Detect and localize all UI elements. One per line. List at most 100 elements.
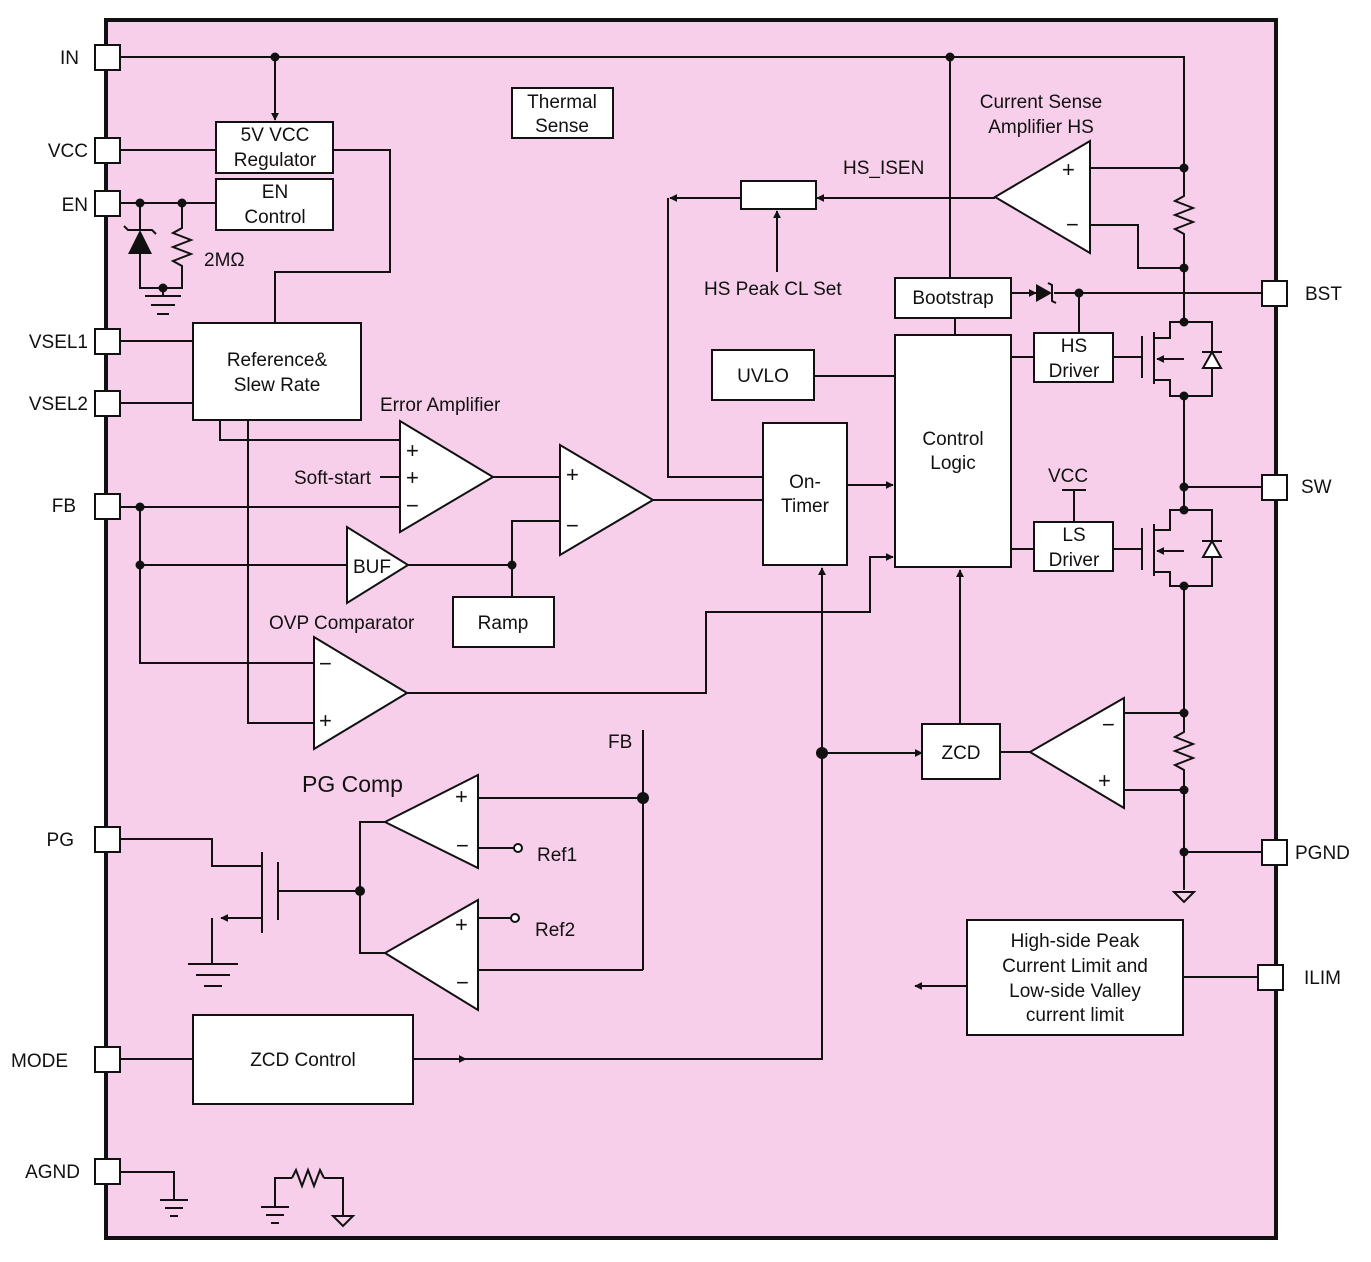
pin-label-vsel2: VSEL2 — [29, 394, 88, 415]
pin-agnd — [94, 1158, 121, 1185]
diagram-text: Slew Rate — [234, 375, 321, 396]
zener-diode — [123, 225, 157, 254]
error-amplifier-label: Error Amplifier — [380, 395, 501, 416]
on-timer-block: On- Timer — [762, 422, 848, 566]
pg-comparator-1: + − — [382, 773, 479, 870]
pin-mode — [94, 1046, 121, 1073]
current-limit-block: High-side Peak Current Limit and Low-sid… — [966, 919, 1184, 1036]
bootstrap-diode — [1036, 282, 1057, 304]
diagram-text: 5V VCC — [241, 125, 310, 146]
pin-sw — [1261, 474, 1288, 501]
diagram-text: Bootstrap — [912, 288, 993, 309]
diagram-text: + — [406, 438, 419, 463]
pg-comparator-2: + − — [383, 898, 479, 1012]
pin-label-fb: FB — [52, 496, 76, 517]
diagram-text: ZCD Control — [250, 1050, 356, 1071]
diagram-text: High-side Peak — [1011, 931, 1140, 952]
ref1-label: Ref1 — [537, 845, 577, 866]
buffer: BUF — [346, 525, 410, 605]
reference-slew-rate-block: Reference& Slew Rate — [192, 322, 362, 421]
diagram-text: − — [566, 513, 579, 538]
pin-label-vcc: VCC — [48, 141, 88, 162]
pin-label-bst: BST — [1305, 284, 1342, 305]
diagram-text: EN — [262, 182, 288, 203]
diagram-text: Low-side Valley — [1009, 981, 1141, 1002]
amp-plus: + — [1062, 157, 1075, 182]
diagram-text: On- — [789, 472, 821, 493]
fb-net-label: FB — [608, 732, 632, 753]
diagram-text: − — [1102, 712, 1115, 737]
pin-vsel1 — [94, 328, 121, 355]
pin-label-mode: MODE — [11, 1051, 68, 1072]
vcc-regulator-block: 5V VCC Regulator — [215, 121, 334, 174]
diagram-text: Regulator — [234, 150, 317, 171]
error-amplifier: + + − — [399, 419, 495, 534]
pin-en — [94, 190, 121, 217]
pin-pgnd — [1261, 839, 1288, 866]
diagram-text: + — [455, 912, 468, 937]
diagram-text: + — [319, 708, 332, 733]
ref2-label: Ref2 — [535, 920, 575, 941]
current-sense-label-2: Amplifier HS — [988, 117, 1094, 138]
ovp-comparator-label: OVP Comparator — [269, 613, 415, 634]
thermal-sense-block: Thermal Sense — [511, 87, 614, 139]
soft-start-label: Soft-start — [294, 468, 372, 489]
pin-label-agnd: AGND — [25, 1162, 80, 1183]
hs-isen-label: HS_ISEN — [843, 158, 924, 179]
zcd-block: ZCD — [921, 723, 1001, 780]
diagram-text: Thermal — [527, 92, 597, 113]
resistor-2m-label: 2MΩ — [204, 250, 245, 271]
diagram-text: Control — [922, 429, 983, 450]
diagram-text: Current Limit and — [1002, 956, 1148, 977]
diagram-text: ZCD — [941, 743, 980, 764]
diagram-text: LS — [1062, 525, 1085, 546]
diagram-text: + — [566, 462, 579, 487]
hs-peak-cl-set-block — [740, 180, 817, 210]
pin-fb — [94, 493, 121, 520]
hs-driver-block: HS Driver — [1033, 332, 1114, 383]
diagram-text: Sense — [535, 116, 589, 137]
current-sense-label-1: Current Sense — [980, 92, 1103, 113]
pin-label-vsel1: VSEL1 — [29, 332, 88, 353]
diagram-text: Logic — [930, 453, 975, 474]
current-sense-amplifier: + − — [993, 139, 1091, 255]
diagram-text: − — [406, 493, 419, 518]
hs-peak-cl-set-label: HS Peak CL Set — [704, 279, 842, 300]
ls-body-diode — [1201, 538, 1223, 558]
pin-label-pgnd: PGND — [1295, 843, 1350, 864]
diagram-text: UVLO — [737, 366, 789, 387]
ramp-block: Ramp — [452, 596, 555, 648]
diagram-text: Control — [244, 207, 305, 228]
pin-label-en: EN — [62, 195, 88, 216]
pin-label-in: IN — [60, 48, 79, 69]
diagram-text: Reference& — [227, 350, 328, 371]
pin-ilim — [1257, 964, 1284, 991]
pins-right — [1257, 280, 1288, 991]
ls-driver-block: LS Driver — [1033, 521, 1114, 572]
zcd-sense-amplifier: − + — [1028, 696, 1125, 810]
uvlo-block: UVLO — [711, 349, 815, 401]
pin-vsel2 — [94, 390, 121, 417]
resistor-2m — [170, 222, 194, 270]
pwm-comparator: + − — [559, 443, 655, 557]
bootstrap-block: Bootstrap — [894, 277, 1012, 319]
buf-label: BUF — [353, 557, 391, 578]
sense-resistor-hs — [1172, 190, 1196, 240]
diagram-text: + — [406, 465, 419, 490]
pin-label-sw: SW — [1301, 477, 1332, 498]
en-control-block: EN Control — [215, 178, 334, 231]
diagram-text: Driver — [1049, 361, 1100, 382]
sense-resistor-ls — [1172, 726, 1196, 776]
pins-left — [94, 44, 121, 1185]
diagram-text: − — [456, 970, 469, 995]
junction-dots — [135, 52, 1189, 923]
hs-body-diode — [1201, 349, 1223, 369]
diagram-text: HS — [1061, 336, 1087, 357]
diagram-text: Driver — [1049, 550, 1100, 571]
diagram-text: − — [456, 833, 469, 858]
pin-in — [94, 44, 121, 71]
diagram-text: + — [1098, 768, 1111, 793]
pin-pg — [94, 826, 121, 853]
diagram-text: Ramp — [478, 613, 529, 634]
control-logic-block: Control Logic — [894, 334, 1012, 568]
